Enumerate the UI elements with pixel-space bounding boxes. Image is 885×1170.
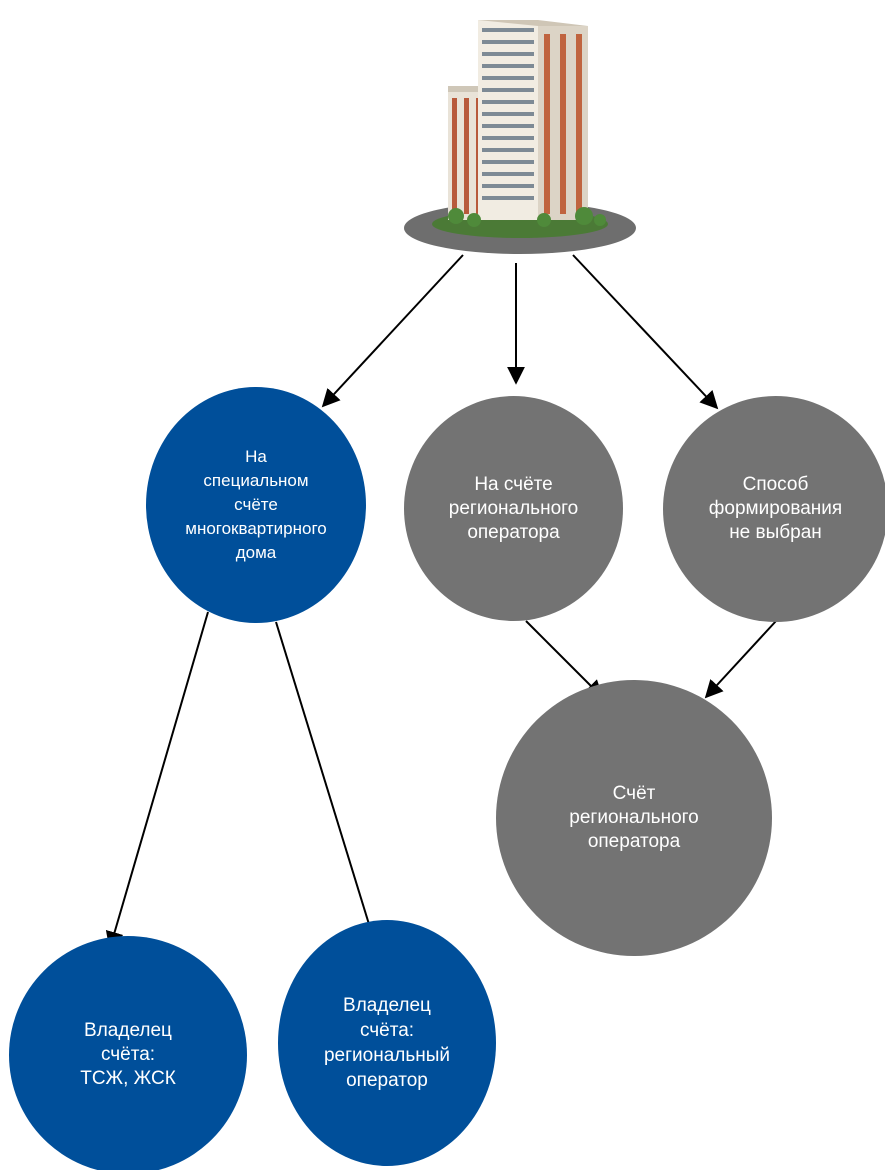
node-owner-tszh-label: Владелец счёта: ТСЖ, ЖСК	[80, 1020, 176, 1089]
node-special-account-label: На специальном счёте многоквартирного до…	[185, 447, 327, 562]
node-special-account: На специальном счёте многоквартирного до…	[146, 387, 366, 623]
node-method-not-chosen-label: Способ формирования не выбран	[708, 474, 843, 543]
arrow-nochoice-to-account	[704, 620, 777, 699]
apartment-building-icon	[404, 20, 636, 254]
arrow-root-to-nochoice	[572, 254, 719, 410]
node-regop-account: Счёт регионального оператора	[496, 680, 772, 956]
node-owner-tszh: Владелец счёта: ТСЖ, ЖСК	[9, 936, 247, 1170]
node-regop-account-label: Счёт регионального оператора	[569, 783, 699, 852]
arrow-root-to-special	[321, 254, 464, 408]
arrow-special-to-owner-regop	[275, 621, 380, 949]
arrow-regop-to-account	[525, 620, 604, 699]
node-owner-regional-operator: Владелец счёта: региональный оператор	[278, 920, 496, 1166]
node-owner-regional-operator-label: Владелец счёта: региональный оператор	[323, 995, 451, 1091]
node-method-not-chosen: Способ формирования не выбран	[663, 396, 885, 622]
node-regional-operator-account-label: На счёте регионального оператора	[448, 473, 579, 543]
node-regional-operator-account: На счёте регионального оператора	[404, 396, 623, 621]
arrow-special-to-tszh	[105, 611, 209, 950]
